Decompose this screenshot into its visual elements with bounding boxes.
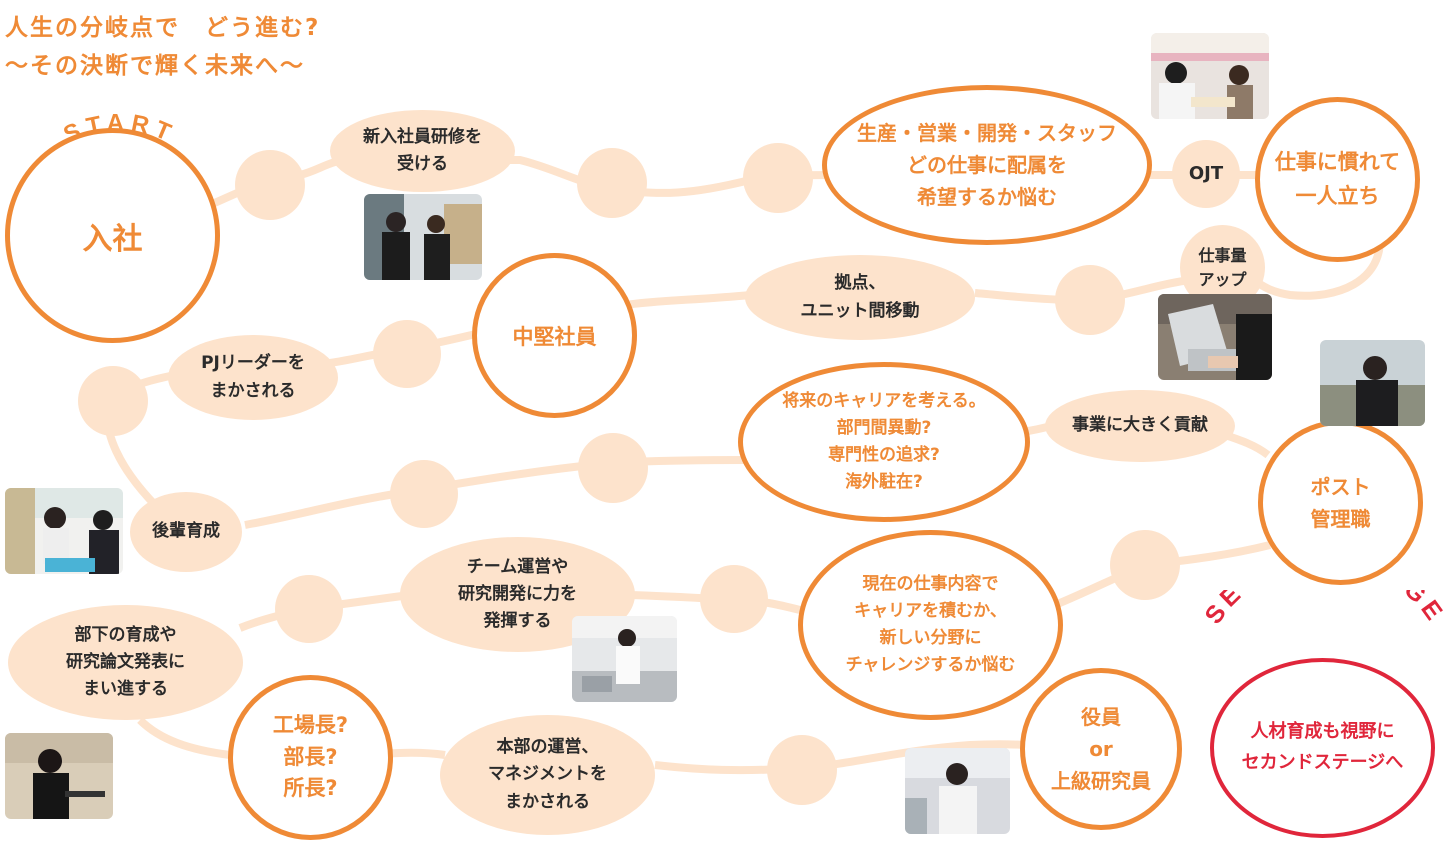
path-dot xyxy=(1055,265,1125,335)
photo-executive xyxy=(905,748,1010,834)
photo-team-mgmt xyxy=(572,616,677,702)
node-mentor: 後輩育成 xyxy=(130,492,242,572)
node-join: 入社 xyxy=(5,128,220,343)
page-title-line2: ～その決断で輝く未来へ～ xyxy=(5,53,305,79)
node-mentor-label: 後輩育成 xyxy=(152,521,220,542)
path-dot xyxy=(1110,530,1180,600)
photo-training xyxy=(364,194,482,280)
node-join-label: 入社 xyxy=(82,221,143,257)
node-pj-leader-label: PJリーダーを まかされる xyxy=(201,353,305,401)
node-contribute: 事業に大きく貢献 xyxy=(1045,390,1235,462)
path-dot xyxy=(700,565,768,633)
node-transfer-label: 拠点、 ユニット間移動 xyxy=(800,273,920,321)
node-second-stage-label: 人材育成も視野に セカンドステージへ xyxy=(1241,721,1404,773)
node-training-label: 新入社員研修を 受ける xyxy=(363,126,482,174)
node-independent-label: 仕事に慣れて 一人立ち xyxy=(1274,149,1401,208)
path-dot xyxy=(78,366,148,436)
node-independent: 仕事に慣れて 一人立ち xyxy=(1255,97,1420,262)
node-executive: 役員 or 上級研究員 xyxy=(1020,668,1182,830)
node-ojt: OJT xyxy=(1172,140,1240,208)
page-title-line1: 人生の分岐点で どう進む? xyxy=(5,15,321,41)
node-team-mgmt-label: チーム運営や 研究開発に力を 発揮する xyxy=(458,556,577,632)
node-career-choice: 現在の仕事内容で キャリアを積むか、 新しい分野に チャレンジするか悩む xyxy=(798,530,1063,720)
path-dot xyxy=(390,460,458,528)
second-stage-label: SECOND STAGE xyxy=(1199,590,1448,629)
node-career-think: 将来のキャリアを考える。 部門間異動? 専門性の追求? 海外駐在? xyxy=(738,362,1030,522)
photo-contribute xyxy=(1320,340,1425,426)
path-dot xyxy=(578,433,648,503)
node-workload-label: 仕事量 アップ xyxy=(1198,245,1247,289)
node-assignment: 生産・営業・開発・スタッフ どの仕事に配属を 希望するか悩む xyxy=(822,85,1152,245)
node-training: 新入社員研修を 受ける xyxy=(330,110,515,192)
node-subordinate-label: 部下の育成や 研究論文発表に まい進する xyxy=(66,624,185,700)
path-line xyxy=(137,717,231,759)
node-career-choice-label: 現在の仕事内容で キャリアを積むか、 新しい分野に チャレンジするか悩む xyxy=(845,573,1016,676)
node-career-think-label: 将来のキャリアを考える。 部門間異動? 専門性の追求? 海外駐在? xyxy=(782,390,986,493)
node-post-manager-label: ポスト 管理職 xyxy=(1310,474,1371,531)
node-second-stage: 人材育成も視野に セカンドステージへ xyxy=(1210,658,1435,838)
photo-ojt xyxy=(1151,33,1269,119)
photo-mentor xyxy=(5,488,123,574)
path-dot xyxy=(743,143,813,213)
node-factory-head: 工場長? 部長? 所長? xyxy=(228,675,393,840)
node-midlevel: 中堅社員 xyxy=(472,253,637,418)
node-executive-label: 役員 or 上級研究員 xyxy=(1051,705,1151,793)
path-line xyxy=(624,291,751,309)
path-dot xyxy=(767,735,837,805)
node-ojt-label: OJT xyxy=(1188,162,1224,184)
node-assignment-label: 生産・営業・開発・スタッフ どの仕事に配属を 希望するか悩む xyxy=(857,121,1117,209)
path-line xyxy=(654,740,1026,775)
path-line xyxy=(1223,431,1271,459)
node-factory-head-label: 工場長? 部長? 所長? xyxy=(272,713,349,801)
node-post-manager: ポスト 管理職 xyxy=(1258,420,1423,585)
photo-workload xyxy=(1158,294,1272,380)
node-contribute-label: 事業に大きく貢献 xyxy=(1072,415,1208,436)
photo-subordinate xyxy=(5,733,113,819)
node-hq-mgmt-label: 本部の運営、 マネジメントを まかされる xyxy=(488,737,607,812)
path-dot xyxy=(577,148,647,218)
node-transfer: 拠点、 ユニット間移動 xyxy=(745,255,975,340)
path-line xyxy=(244,456,746,529)
path-dot xyxy=(235,150,305,220)
node-midlevel-label: 中堅社員 xyxy=(512,324,597,349)
node-subordinate: 部下の育成や 研究論文発表に まい進する xyxy=(8,605,243,720)
path-dot xyxy=(373,320,441,388)
svg-text:SECOND STAGE: SECOND STAGE xyxy=(1199,590,1448,629)
path-dot xyxy=(275,575,343,643)
node-pj-leader: PJリーダーを まかされる xyxy=(168,335,338,420)
node-hq-mgmt: 本部の運営、 マネジメントを まかされる xyxy=(440,715,655,835)
